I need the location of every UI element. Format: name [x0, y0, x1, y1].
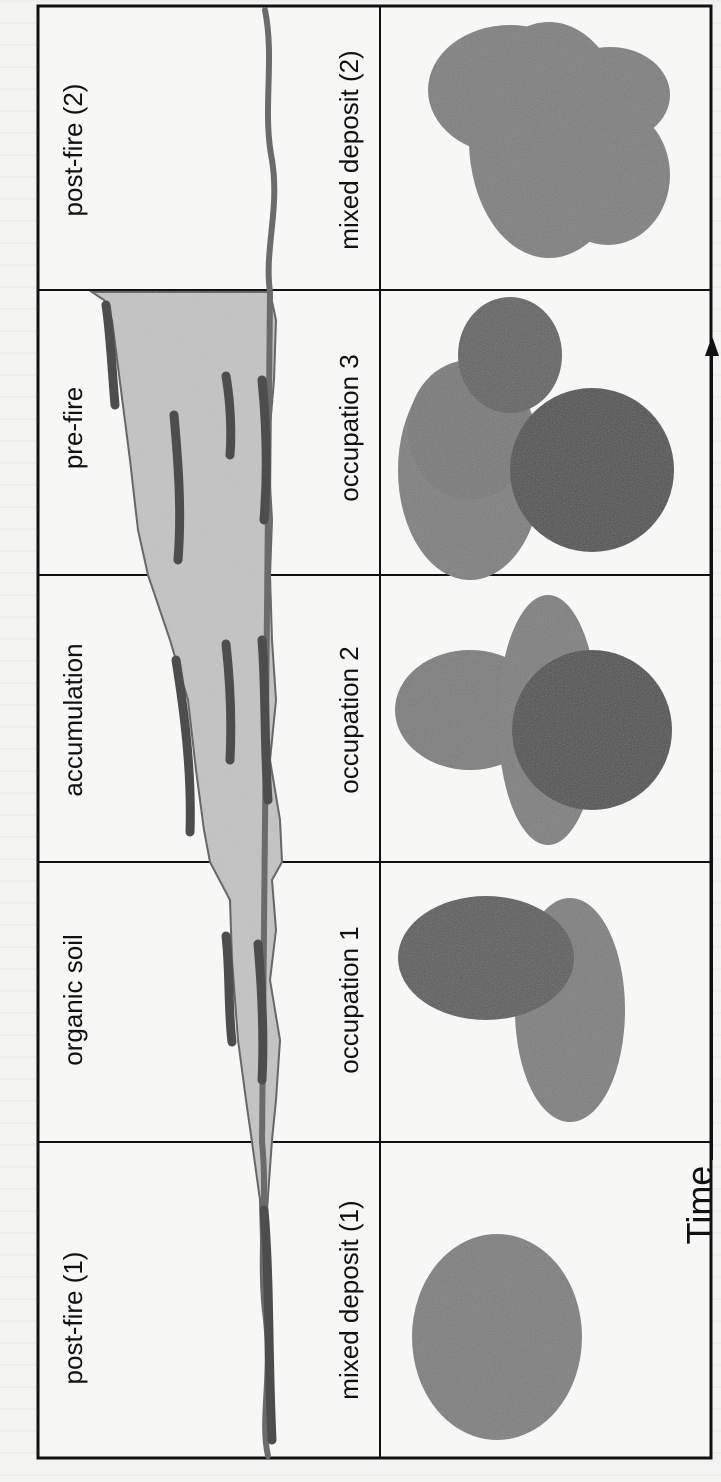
column-1-bottom-label: mixed deposit (1): [334, 1200, 364, 1399]
time-axis-label: Time: [679, 1166, 720, 1245]
occ2-patch-dark: [512, 650, 672, 810]
column-2-bottom-label: occupation 1: [334, 926, 364, 1073]
column-3-top-label: accumulation: [58, 643, 88, 796]
column-5-top-label: post-fire (2): [58, 84, 88, 217]
occ3-patch-dark: [510, 388, 674, 552]
column-5-bottom-label: mixed deposit (2): [334, 50, 364, 249]
column-4-top-label: pre-fire: [58, 387, 88, 469]
column-1-top-label: post-fire (1): [58, 1252, 88, 1385]
mixed-patch-2d: [550, 47, 670, 143]
occ1-patch-dark: [398, 896, 574, 1020]
occ3-patch-medium: [458, 297, 562, 413]
mixed-patch-1: [412, 1234, 582, 1440]
column-2-top-label: organic soil: [58, 934, 88, 1066]
column-3-bottom-label: occupation 2: [334, 646, 364, 793]
column-4-bottom-label: occupation 3: [334, 354, 364, 501]
